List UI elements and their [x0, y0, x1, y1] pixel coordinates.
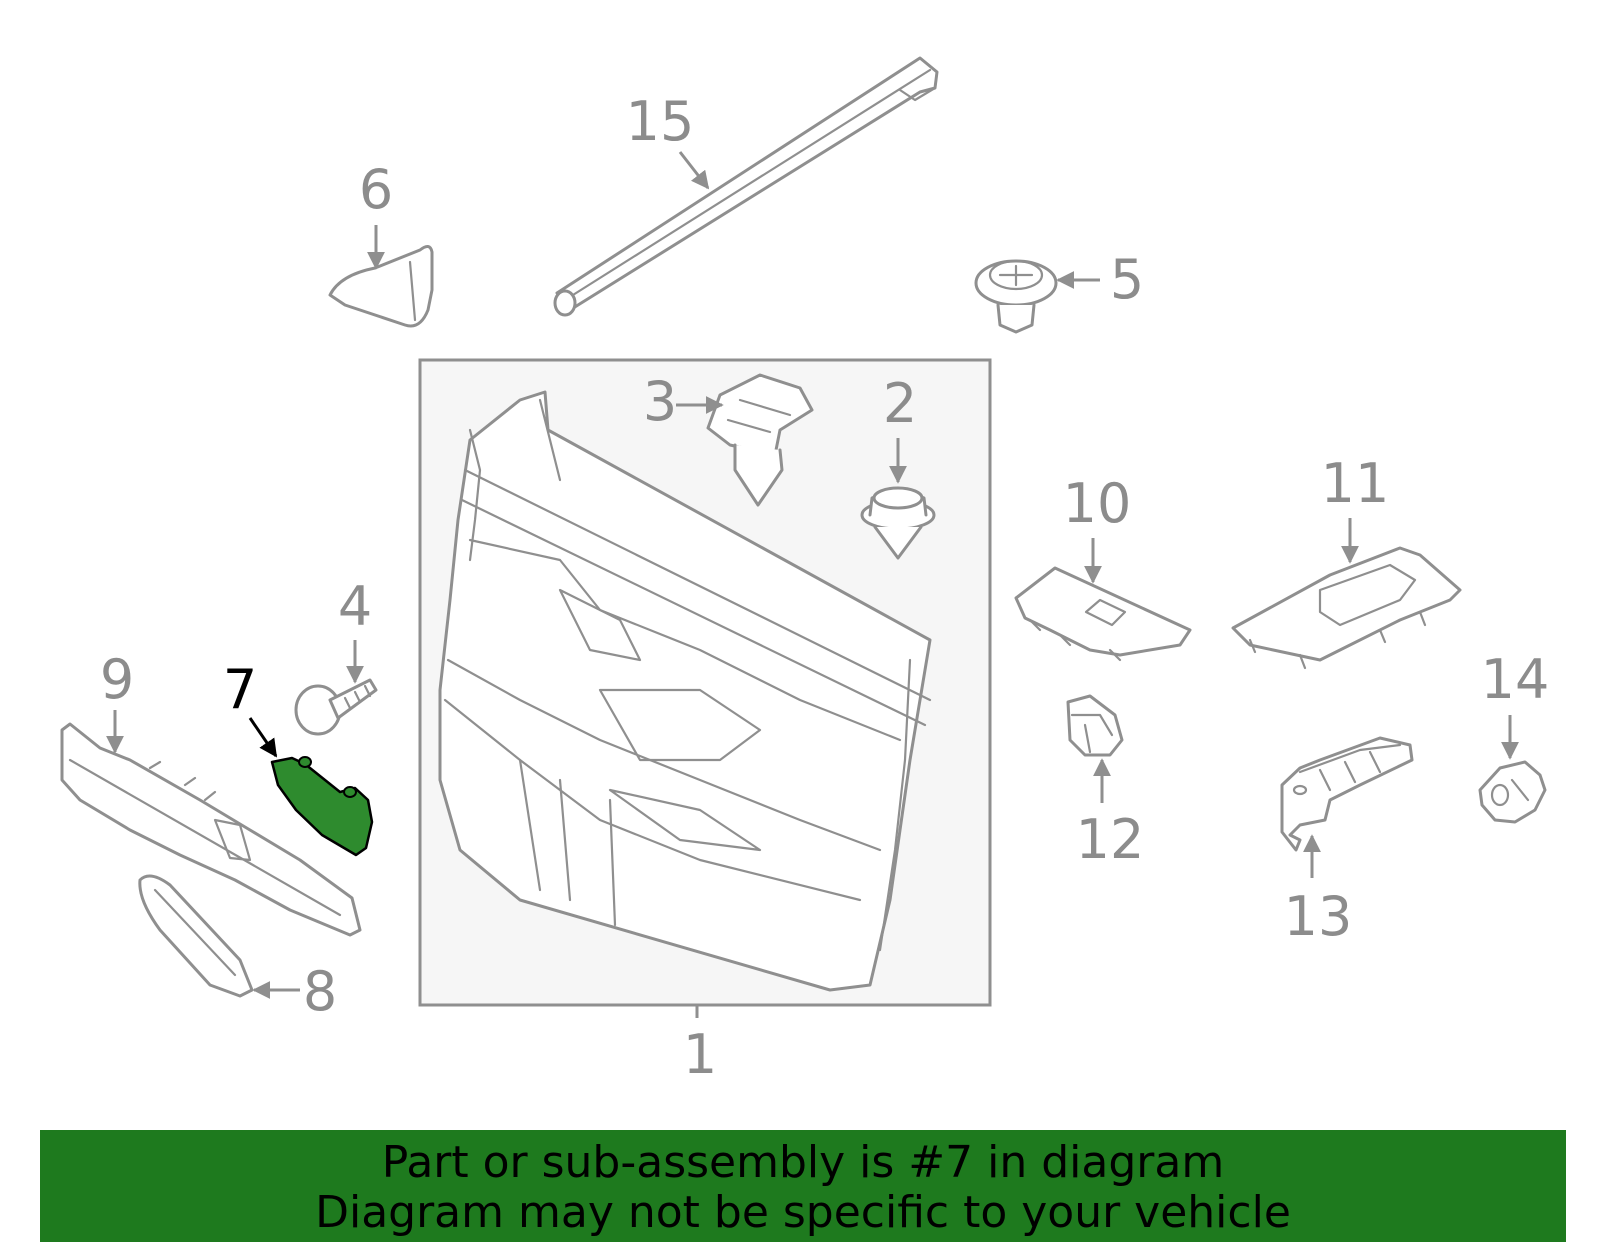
switch-bezel-part-10 — [1014, 566, 1192, 662]
master-window-switch-part-13 — [1280, 736, 1414, 852]
callout-9: 9 — [100, 648, 134, 711]
corner-cover-part-6 — [328, 245, 434, 328]
callout-2: 2 — [883, 372, 917, 435]
callout-13: 13 — [1284, 885, 1353, 948]
weatherstrip-part-15 — [553, 56, 939, 317]
banner-line-2: Diagram may not be specific to your vehi… — [315, 1187, 1291, 1238]
callout-12: 12 — [1076, 808, 1145, 871]
trim-strip-part-9 — [60, 722, 362, 937]
screw-part-4 — [294, 678, 378, 736]
callout-7: 7 — [223, 658, 257, 721]
callout-6: 6 — [359, 158, 393, 221]
callout-3: 3 — [643, 370, 677, 433]
callout-4: 4 — [338, 575, 372, 638]
parts-diagram: 1 2 3 4 5 6 — [60, 56, 1550, 1086]
callout-10: 10 — [1063, 472, 1132, 535]
small-switch-part-14 — [1478, 760, 1547, 824]
info-banner: Part or sub-assembly is #7 in diagram Di… — [40, 1130, 1566, 1242]
callout-8: 8 — [303, 960, 337, 1023]
callout-14: 14 — [1481, 648, 1550, 711]
banner-line-1: Part or sub-assembly is #7 in diagram — [381, 1137, 1225, 1188]
callout-5: 5 — [1110, 248, 1144, 311]
bracket-clip-part-3 — [706, 373, 814, 507]
push-clip-part-2 — [860, 486, 936, 560]
callout-1: 1 — [683, 1023, 717, 1086]
master-switch-bezel-part-11 — [1231, 546, 1462, 670]
callout-11: 11 — [1321, 452, 1390, 515]
window-switch-part-12 — [1066, 694, 1124, 757]
door-panel-assembly — [418, 358, 992, 1007]
callout-15: 15 — [626, 90, 695, 153]
round-clip-part-5 — [974, 259, 1058, 334]
trim-insert-part-8 — [138, 874, 254, 998]
selected-part-7 — [270, 756, 374, 857]
